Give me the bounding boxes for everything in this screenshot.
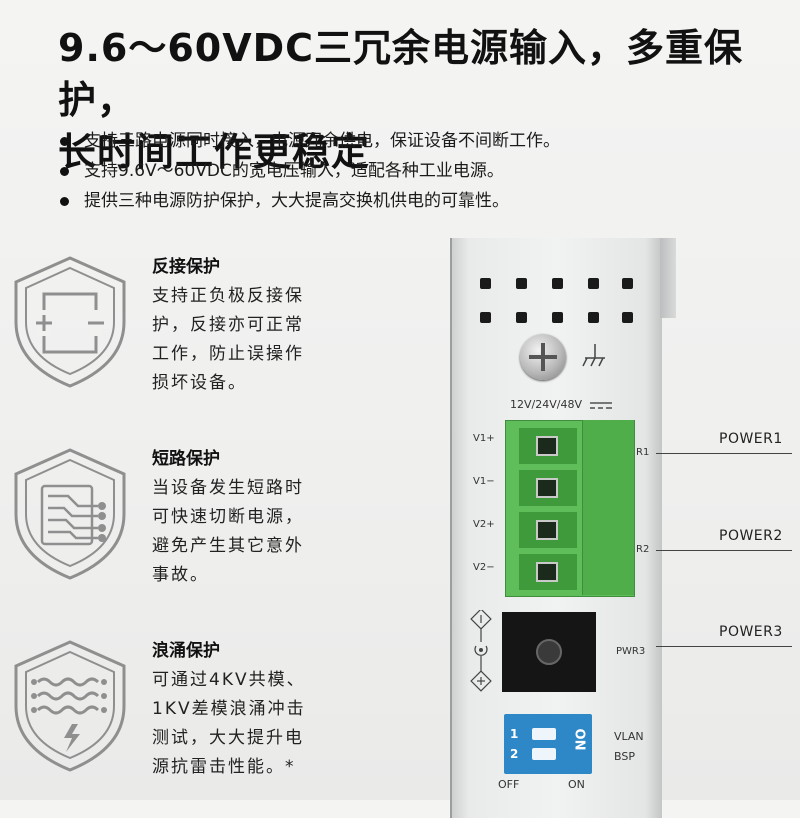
dip-number: 1 bbox=[510, 727, 519, 741]
feature-title: 反接保护 bbox=[152, 257, 220, 277]
pwr3-label: PWR3 bbox=[616, 646, 646, 657]
feature-description: 当设备发生短路时 可快速切断电源， 避免产生其它意外 事故。 bbox=[152, 474, 352, 590]
feature-desc-line: 源抗雷击性能。* bbox=[152, 757, 296, 777]
dc-barrel-jack bbox=[502, 612, 596, 692]
callout-power2: POWER2 bbox=[719, 528, 783, 544]
bullet-text: 提供三种电源防护保护，大大提高交换机供电的可靠性。 bbox=[84, 191, 509, 211]
vent-hole bbox=[622, 278, 633, 289]
voltage-label: 12V/24V/48V bbox=[510, 398, 582, 411]
feature-title: 短路保护 bbox=[152, 449, 220, 469]
terminal-block-side bbox=[582, 420, 634, 595]
device-side-edge bbox=[660, 238, 676, 318]
vent-hole bbox=[622, 312, 633, 323]
circuit-shield-icon bbox=[14, 448, 126, 580]
dip-number: 2 bbox=[510, 747, 519, 761]
bullet-text: 支持9.6V～60VDC的宽电压输入，适配各种工业电源。 bbox=[84, 161, 504, 181]
vent-hole bbox=[516, 278, 527, 289]
feature-description: 支持正负极反接保 护，反接亦可正常 工作，防止误操作 损坏设备。 bbox=[152, 282, 352, 398]
bullet-dot-icon bbox=[60, 137, 69, 146]
vent-hole bbox=[480, 312, 491, 323]
terminal-slot bbox=[519, 512, 577, 548]
callout-line bbox=[656, 453, 792, 454]
bullet-item: 提供三种电源防护保护，大大提高交换机供电的可靠性。 bbox=[58, 186, 560, 216]
feature-desc-line: 工作，防止误操作 bbox=[152, 344, 304, 364]
headline-line2: 长时间工作更稳定 bbox=[58, 130, 371, 174]
dip-switch-lever[interactable] bbox=[532, 728, 556, 740]
feature-desc-line: 当设备发生短路时 bbox=[152, 478, 304, 498]
feature-title: 浪涌保护 bbox=[152, 641, 220, 661]
feature-desc-line: 测试，大大提升电 bbox=[152, 728, 304, 748]
vent-hole bbox=[552, 312, 563, 323]
vent-hole bbox=[480, 278, 491, 289]
dip-on-text: ON bbox=[568, 778, 585, 791]
r2-label: R2 bbox=[636, 544, 650, 555]
ground-screw-icon bbox=[520, 334, 566, 380]
callout-line bbox=[656, 550, 792, 551]
dip-switch-lever[interactable] bbox=[532, 748, 556, 760]
surge-shield-icon bbox=[14, 640, 126, 772]
feature-desc-line: 可通过4KV共模、 bbox=[152, 670, 306, 690]
callout-power3: POWER3 bbox=[719, 624, 783, 640]
headline-line1: 9.6～60VDC三冗余电源输入，多重保护， bbox=[58, 26, 744, 122]
vent-hole bbox=[588, 278, 599, 289]
terminal-slot bbox=[519, 470, 577, 506]
pin-label: V2− bbox=[473, 562, 495, 573]
dip-bsp-label: BSP bbox=[614, 750, 635, 763]
reverse-polarity-shield-icon bbox=[14, 256, 126, 388]
feature-desc-line: 支持正负极反接保 bbox=[152, 286, 304, 306]
bullet-dot-icon bbox=[60, 197, 69, 206]
pin-label: V2+ bbox=[473, 519, 495, 530]
bullet-text: 支持三路电源同时接入，电源冗余供电，保证设备不间断工作。 bbox=[84, 131, 560, 151]
bullet-list: 支持三路电源同时接入，电源冗余供电，保证设备不间断工作。 支持9.6V～60VD… bbox=[58, 126, 560, 216]
callout-line bbox=[656, 646, 792, 647]
pin-label: V1+ bbox=[473, 433, 495, 444]
feature-desc-line: 事故。 bbox=[152, 565, 209, 585]
feature-desc-line: 护，反接亦可正常 bbox=[152, 315, 304, 335]
ground-symbol-icon bbox=[582, 344, 605, 367]
polarity-symbol-icon bbox=[470, 610, 492, 692]
feature-desc-line: 避免产生其它意外 bbox=[152, 536, 304, 556]
feature-desc-line: 损坏设备。 bbox=[152, 373, 247, 393]
vent-hole bbox=[588, 312, 599, 323]
dip-on-label: ON bbox=[571, 728, 587, 751]
headline: 9.6～60VDC三冗余电源输入，多重保护， 长时间工作更稳定 bbox=[58, 22, 798, 178]
terminal-slot bbox=[519, 428, 577, 464]
dip-vlan-label: VLAN bbox=[614, 730, 644, 743]
bullet-dot-icon bbox=[60, 167, 69, 176]
dip-switch[interactable]: 1 2 ON bbox=[504, 714, 592, 774]
feature-desc-line: 1KV差模浪涌冲击 bbox=[152, 699, 306, 719]
vent-hole bbox=[552, 278, 563, 289]
feature-desc-line: 可快速切断电源， bbox=[152, 507, 304, 527]
dip-off-label: OFF bbox=[498, 778, 520, 791]
feature-description: 可通过4KV共模、 1KV差模浪涌冲击 测试，大大提升电 源抗雷击性能。* bbox=[152, 666, 352, 782]
dc-symbol-icon bbox=[590, 402, 612, 409]
vent-hole bbox=[516, 312, 527, 323]
r1-label: R1 bbox=[636, 447, 650, 458]
pin-label: V1− bbox=[473, 476, 495, 487]
bullet-item: 支持三路电源同时接入，电源冗余供电，保证设备不间断工作。 bbox=[58, 126, 560, 156]
terminal-slot bbox=[519, 554, 577, 590]
bullet-item: 支持9.6V～60VDC的宽电压输入，适配各种工业电源。 bbox=[58, 156, 560, 186]
callout-power1: POWER1 bbox=[719, 431, 783, 447]
